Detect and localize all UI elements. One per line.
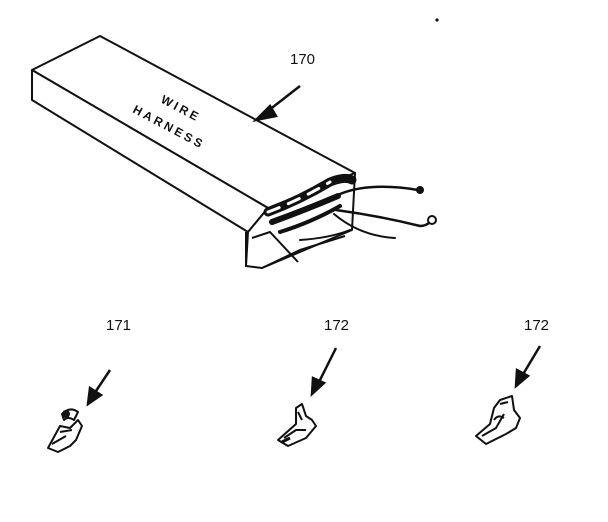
wire-bundle [263,173,437,241]
terminal-171-drawing [47,408,83,453]
callout-number-170: 170 [290,51,315,68]
wire-terminal-end [416,186,424,194]
callout-number-172: 172 [324,317,349,334]
callout-arrow-172-right [514,345,542,389]
callout-arrow-171 [86,369,112,407]
callout-arrow-170 [252,85,301,123]
terminal-172-right-drawing [475,395,521,445]
callout-arrow-172 [310,347,338,398]
stray-dot [435,18,439,22]
wire-terminal-end [427,215,437,225]
callout-number-171: 171 [106,317,131,334]
callout-number-172-right: 172 [524,317,549,334]
terminal-172-drawing [277,403,317,447]
wire-harness-box [31,35,356,269]
